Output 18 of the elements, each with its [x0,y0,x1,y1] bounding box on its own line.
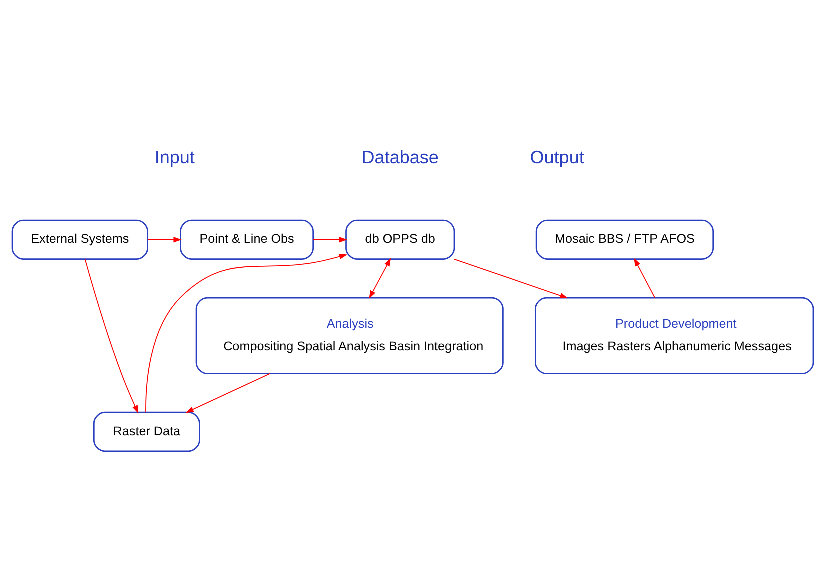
node-box: Point & Line Obs [180,220,314,260]
node-box: Analysis Compositing Spatial Analysis Basin Integration [196,297,504,374]
node-box: Raster Data [93,412,200,452]
node-box: Product Development Images Rasters Alphanumeric Messages [534,297,814,374]
arrow [454,258,568,299]
label: Output [530,148,584,168]
label: Input [154,148,195,168]
arrow [634,258,656,298]
arrow [186,373,271,414]
label: Database [362,148,439,168]
node-box: External Systems [12,220,148,260]
arrow [146,254,348,414]
node-box: db OPPS db [346,220,456,260]
node-box: Mosaic BBS / FTP AFOS [536,220,714,260]
arrow [369,258,392,299]
arrow [84,259,139,414]
arrow [148,237,182,243]
arrow [313,237,348,243]
